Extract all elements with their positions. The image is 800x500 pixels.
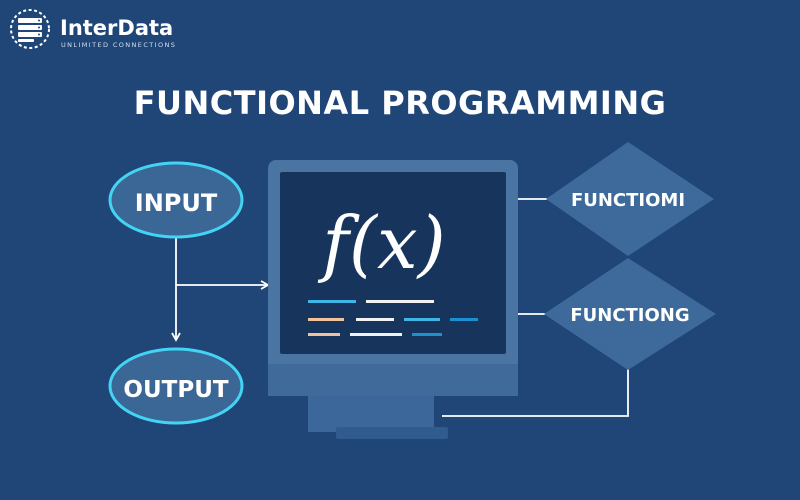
output-node: OUTPUT [108, 347, 244, 425]
function-top-label: FUNCTIOMI [571, 190, 685, 211]
code-line-3-segment-2 [350, 333, 402, 336]
function-bottom-node: FUNCTIONG [544, 258, 716, 370]
input-node: INPUT [108, 161, 244, 239]
code-line-2-segment-3 [404, 318, 440, 321]
code-line-2-segment-1 [308, 318, 344, 321]
input-label: INPUT [135, 189, 218, 217]
function-bottom-diamond [544, 258, 716, 370]
monitor-chin [268, 364, 518, 396]
monitor-screen [280, 172, 506, 354]
brand-logo: InterData UNLIMITED CONNECTIONS [8, 6, 198, 52]
code-lines [308, 300, 478, 336]
code-line-3-segment-1 [308, 333, 340, 336]
output-label: OUTPUT [123, 377, 228, 403]
output-ellipse [108, 347, 244, 425]
code-line-2-segment-4 [450, 318, 478, 321]
function-bottom-to-monitor-connector [442, 368, 629, 417]
code-line-1-segment-1 [308, 300, 356, 303]
function-top-diamond [546, 142, 714, 256]
function-top-node: FUNCTIOMI [546, 142, 714, 256]
monitor-base [336, 427, 448, 439]
page-title: FUNCTIONAL PROGRAMMING [133, 84, 667, 122]
formula-text: f(x) [317, 201, 445, 285]
code-line-2-segment-2 [356, 318, 394, 321]
monitor-neck [308, 392, 434, 432]
function-bottom-label: FUNCTIONG [570, 305, 689, 326]
code-line-1-segment-2 [366, 300, 434, 303]
code-line-3-segment-3 [412, 333, 442, 336]
brand-tagline: UNLIMITED CONNECTIONS [61, 41, 177, 49]
brand-name: InterData [60, 16, 174, 40]
input-ellipse [108, 161, 244, 239]
server-stack-globe-icon [10, 9, 50, 49]
computer-monitor-icon: f(x) [268, 160, 518, 439]
